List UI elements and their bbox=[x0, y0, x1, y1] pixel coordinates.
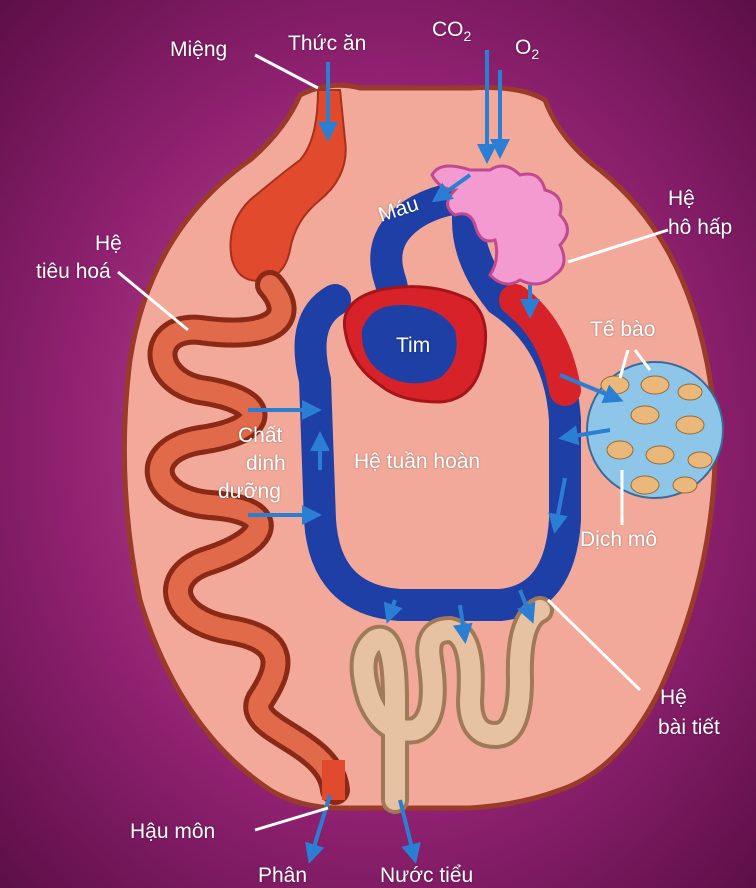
label-urine: Nước tiểu bbox=[380, 864, 473, 887]
label-nutrients-2: dinh bbox=[246, 452, 286, 475]
label-respiratory-1: Hệ bbox=[668, 187, 695, 210]
label-tissue-fluid: Dịch mô bbox=[580, 528, 657, 551]
label-circulatory: Hệ tuần hoàn bbox=[354, 450, 480, 473]
label-o2: O2 bbox=[515, 36, 539, 63]
label-nutrients-1: Chất bbox=[238, 424, 282, 447]
label-anus: Hậu môn bbox=[130, 820, 215, 843]
label-feces: Phân bbox=[258, 864, 307, 887]
label-food: Thức ăn bbox=[288, 32, 366, 55]
label-cells: Tế bào bbox=[590, 318, 655, 341]
rectum bbox=[322, 760, 345, 800]
o2-text: O bbox=[515, 36, 531, 59]
o2-subscript: 2 bbox=[531, 46, 539, 62]
label-digestive-1: Hệ bbox=[95, 232, 122, 255]
label-digestive-2: tiêu hoá bbox=[36, 260, 111, 283]
label-excretory-2: bài tiết bbox=[658, 716, 720, 739]
label-excretory-1: Hệ bbox=[660, 686, 687, 709]
label-heart: Tim bbox=[396, 334, 430, 357]
label-nutrients-3: dưỡng bbox=[218, 480, 281, 503]
label-co2: CO2 bbox=[432, 18, 471, 45]
co2-text: CO bbox=[432, 18, 464, 41]
label-mouth: Miệng bbox=[170, 38, 227, 61]
co2-subscript: 2 bbox=[464, 28, 472, 44]
label-respiratory-2: hô hấp bbox=[668, 216, 732, 239]
